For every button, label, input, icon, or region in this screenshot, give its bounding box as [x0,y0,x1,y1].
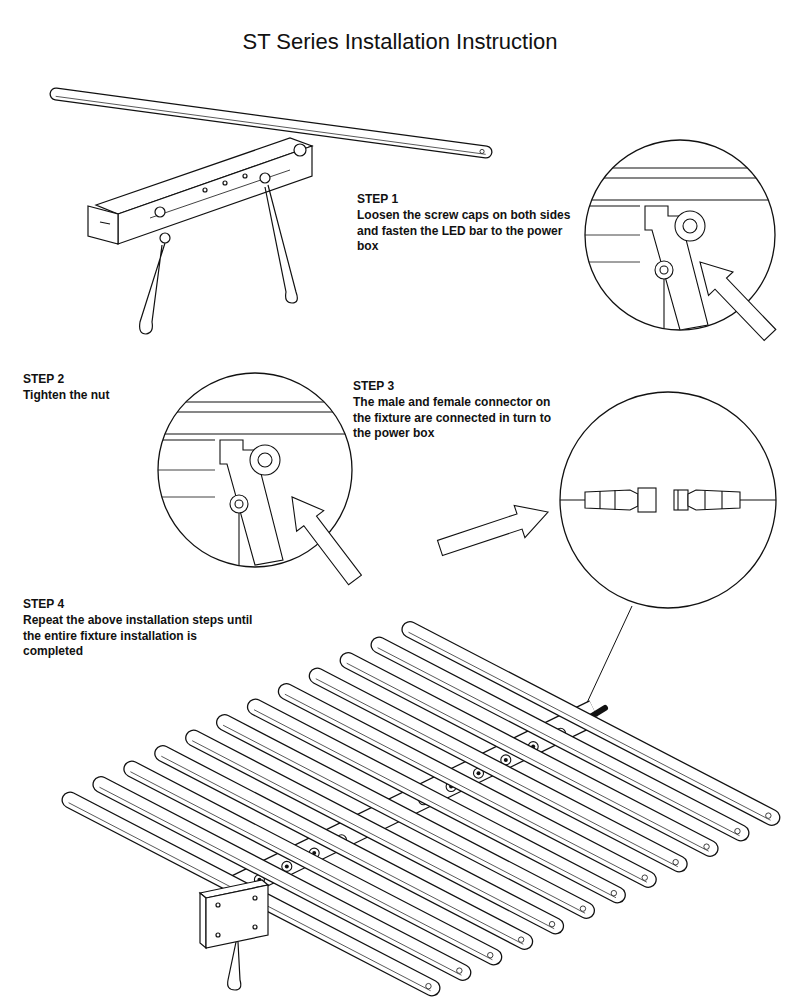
power-box [200,880,268,990]
bar-end [766,813,771,818]
led-bar-edge [56,96,486,154]
power-box [88,138,312,334]
step-heading: STEP 1 [357,192,572,208]
bar-end [480,149,484,153]
step-text: Repeat the above installation steps unti… [23,613,258,660]
screw-knob-center [477,771,481,775]
led-bar [101,785,463,973]
pointer-arrow [292,497,361,585]
step-heading: STEP 4 [23,597,258,613]
led-bar-face [56,94,486,152]
led-bar [70,800,432,988]
detail-callout [580,140,780,330]
cable-stub [592,708,605,716]
led-bar-top [56,94,486,154]
step-text: Tighten the nut [23,388,223,404]
screw-knob-center [504,758,508,762]
bar-end [518,937,523,942]
step-text: The male and female connector on the fix… [353,395,563,442]
bar-end [611,890,616,895]
bar-end [549,921,554,926]
led-bar-face [70,800,432,988]
bar-end [735,828,740,833]
bar-end [642,875,647,880]
power-box-chain-outline [225,712,595,893]
bar-end [580,906,585,911]
bar-end [704,844,709,849]
step-heading: STEP 2 [23,372,223,388]
pointer-arrow [438,505,549,555]
page-title: ST Series Installation Instruction [0,28,800,57]
bar-end [457,968,462,973]
led-bar-face [101,785,463,973]
led-bars [69,630,772,991]
bar-end [488,952,493,957]
pointer-arrows [292,262,776,585]
screw-knob-center [285,864,289,868]
connector-callout [555,392,780,735]
led-bar [56,94,486,152]
pointer-arrow [700,262,776,341]
power-box-chain-face [225,712,595,893]
step-heading: STEP 3 [353,379,563,395]
bar-end [673,859,678,864]
led-bar-edge [99,787,461,975]
step-text: Loosen the screw caps on both sides and … [357,208,572,255]
led-bar-edge [69,803,431,991]
bar-end [426,983,431,988]
